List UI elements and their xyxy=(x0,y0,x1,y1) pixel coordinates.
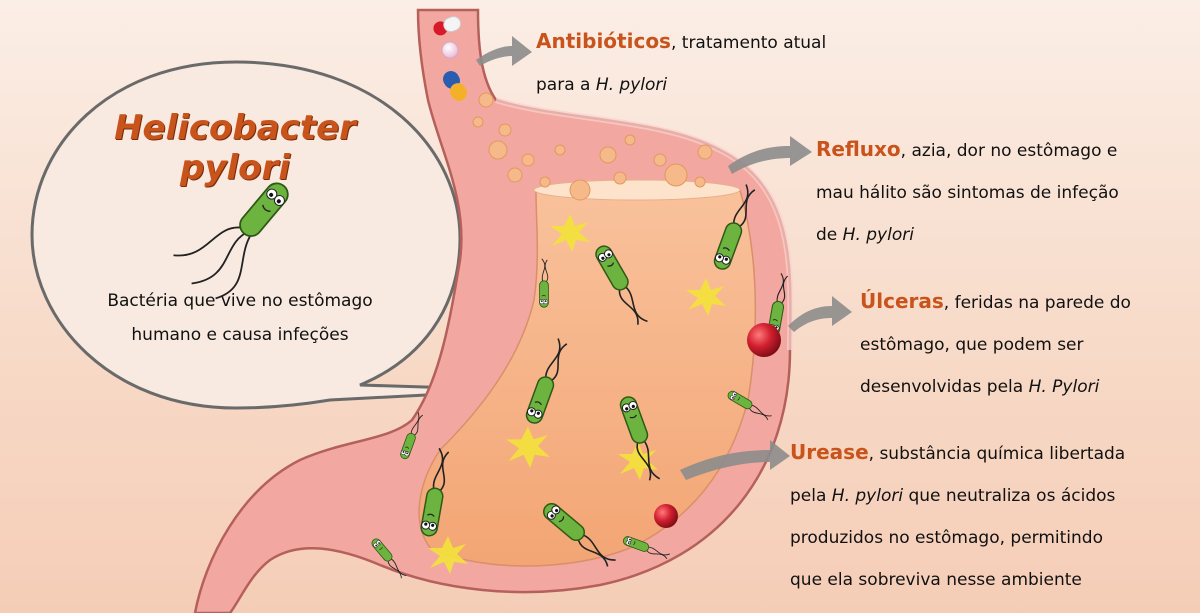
antibioticos-highlight: Antibióticos xyxy=(536,29,671,53)
ulceras-line2: estômago, que podem ser xyxy=(860,335,1084,355)
urease-line3: produzidos no estômago, permitindo xyxy=(790,528,1103,548)
antibioticos-line2-italic: H. pylori xyxy=(595,75,668,95)
urease-line2-prefix: pela xyxy=(790,486,832,506)
note-urease: Urease, substância química libertada pel… xyxy=(790,431,1140,601)
pills xyxy=(433,16,467,101)
note-antibioticos: Antibióticos, tratamento atual para a H.… xyxy=(536,20,836,106)
refluxo-line1: , azia, dor no estômago e xyxy=(900,141,1118,161)
ulceras-line1: , feridas na parede do xyxy=(943,293,1131,313)
urease-line1: , substância química libertada xyxy=(868,444,1126,464)
note-refluxo: Refluxo, azia, dor no estômago e mau hál… xyxy=(816,128,1140,256)
note-ulceras: Úlceras, feridas na parede do estômago, … xyxy=(860,280,1140,408)
ulcer-large xyxy=(747,323,781,357)
bubble-bacterium xyxy=(173,182,289,300)
ulceras-line3-italic: H. Pylori xyxy=(1028,377,1100,397)
gas-bubbles xyxy=(472,92,713,201)
ulceras-line3-prefix: desenvolvidas pela xyxy=(860,377,1029,397)
refluxo-line2: mau hálito são sintomas de infeção xyxy=(816,183,1119,203)
urease-line4: que ela sobreviva nesse ambiente xyxy=(790,570,1082,590)
bubble-title: Helicobacter pylori xyxy=(114,108,356,188)
antibioticos-line2-prefix: para a xyxy=(536,75,596,95)
refluxo-line3-prefix: de xyxy=(816,225,843,245)
speech-bubble xyxy=(30,60,521,410)
bubble-description: Bactéria que vive no estômago humano e c… xyxy=(90,284,390,352)
antibioticos-line1: , tratamento atual xyxy=(670,33,827,53)
urease-line2-italic: H. pylori xyxy=(831,486,904,506)
ulceras-highlight: Úlceras xyxy=(860,289,944,313)
bubble-desc-line2: humano e causa infeções xyxy=(131,325,349,345)
urease-line2-rest: que neutraliza os ácidos xyxy=(903,486,1116,506)
refluxo-line3-italic: H. pylori xyxy=(842,225,914,245)
urease-highlight: Urease xyxy=(790,440,869,464)
ulcer-small xyxy=(654,504,678,528)
refluxo-highlight: Refluxo xyxy=(816,137,901,161)
bubble-desc-line1: Bactéria que vive no estômago xyxy=(107,291,373,311)
pointer-arrows xyxy=(476,36,852,480)
